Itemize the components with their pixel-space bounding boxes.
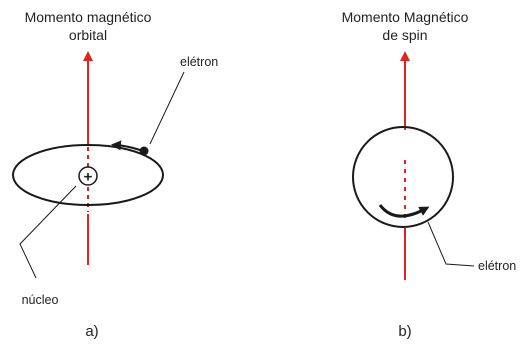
- panel-a-title-line1: Momento magnético: [25, 9, 152, 25]
- spin-electron-leader-line: [427, 221, 475, 267]
- nucleus: [78, 166, 98, 186]
- nucleus-plus-sign: +: [84, 169, 93, 186]
- orbit-direction-arrow: [111, 140, 141, 151]
- panel-b-electron-label: elétron: [478, 259, 516, 273]
- panel-a-title-line2: orbital: [69, 27, 107, 43]
- panel-a-caption: a): [85, 323, 98, 340]
- panel-b: Momento Magnético de spin elétron b): [342, 9, 517, 340]
- nucleus-label: núcleo: [22, 293, 59, 307]
- panel-b-title-line2: de spin: [382, 27, 427, 43]
- electron-orbit: [12, 144, 164, 206]
- nucleus-leader-line: [19, 185, 77, 279]
- spinning-electron-sphere: [352, 126, 454, 228]
- panel-a: Momento magnético orbital + elétron núcl…: [12, 9, 218, 340]
- electron-leader-line: [149, 71, 185, 145]
- panel-b-title-line1: Momento Magnético: [342, 9, 469, 25]
- electron-dot: [139, 146, 149, 156]
- panel-a-electron-label: elétron: [180, 55, 218, 69]
- panel-b-caption: b): [398, 323, 411, 340]
- spin-direction-arrow: [378, 204, 430, 218]
